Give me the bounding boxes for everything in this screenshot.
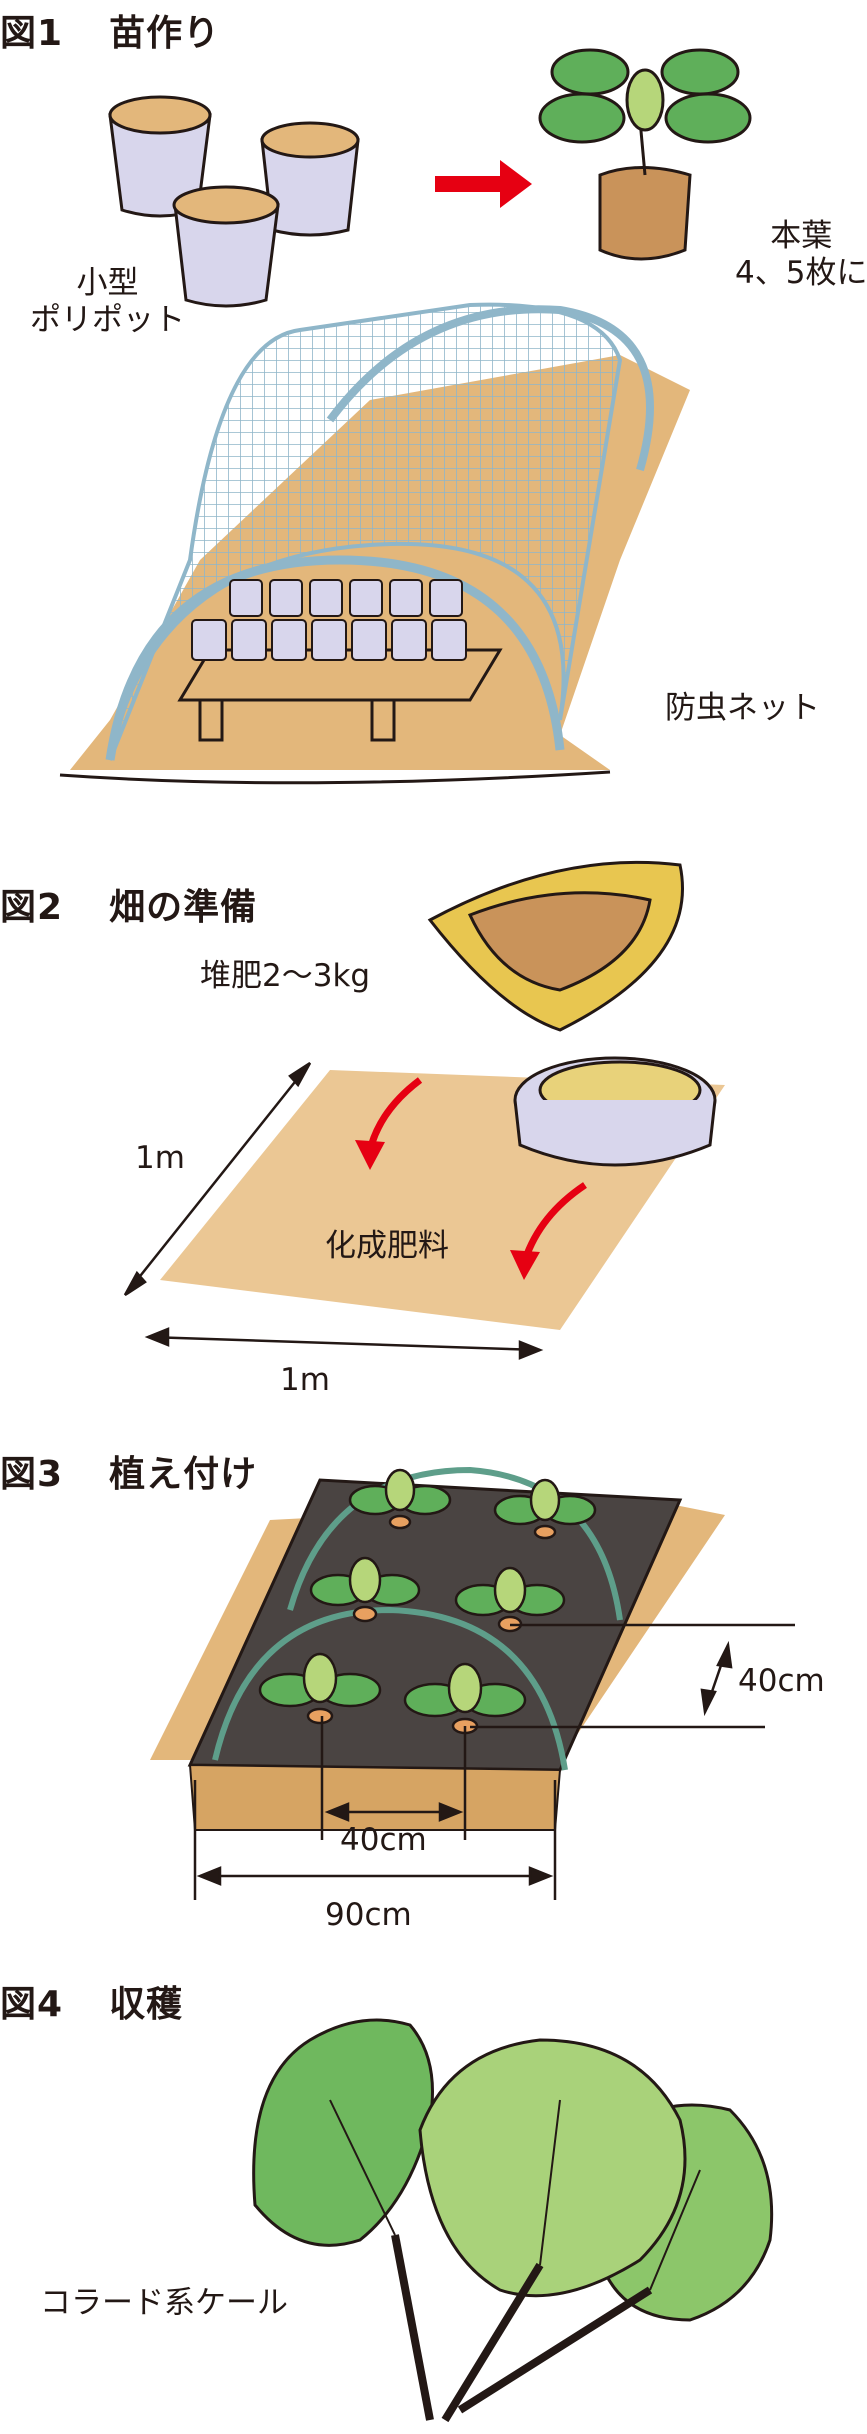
figure3-heading: 植え付け bbox=[109, 1454, 258, 1495]
figure2-heading: 畑の準備 bbox=[109, 887, 258, 928]
leaves-label-line1: 本葉 bbox=[770, 218, 833, 254]
leaves-label: 本葉 4、5枚に bbox=[735, 218, 867, 291]
fertilizer-arrow bbox=[521, 1182, 587, 1262]
figure1-heading: 苗作り bbox=[109, 13, 221, 54]
figure3-number: 図3 bbox=[0, 1454, 64, 1495]
bed-width-label: 90cm bbox=[325, 1897, 412, 1933]
leaf-stem-3 bbox=[457, 2286, 653, 2414]
leaf-left bbox=[252, 2018, 434, 2247]
row-spacing-label: 40cm bbox=[738, 1663, 825, 1699]
seedling bbox=[538, 48, 752, 261]
fertilizer-sieve bbox=[513, 1056, 717, 1167]
compost-label: 堆肥2〜3kg bbox=[200, 958, 371, 994]
transplants bbox=[258, 1468, 597, 1735]
figure2-title: 図2 畑の準備 bbox=[0, 878, 257, 930]
growth-arrow bbox=[435, 160, 532, 208]
row-cover-hoop-front bbox=[212, 1606, 568, 1771]
net-label: 防虫ネット bbox=[665, 690, 820, 726]
tray-pots bbox=[191, 579, 467, 661]
figure3-title: 図3 植え付け bbox=[0, 1445, 257, 1497]
figure1-number: 図1 bbox=[0, 13, 64, 54]
figure1-illustration bbox=[59, 48, 752, 785]
figure4-title: 図4 収穫 bbox=[0, 1975, 183, 2027]
variety-label: コラード系ケール bbox=[40, 2285, 288, 2321]
pot-label: 小型 ポリポット bbox=[30, 265, 185, 338]
tunnel-hoop-front bbox=[105, 555, 565, 761]
fertilizer-label: 化成肥料 bbox=[325, 1228, 449, 1264]
tray-leg-left bbox=[198, 698, 224, 742]
seedbed-edge bbox=[59, 770, 611, 785]
small-pots bbox=[108, 95, 360, 308]
figure4-number: 図4 bbox=[0, 1984, 64, 2025]
leaves-label-line2: 4、5枚に bbox=[735, 254, 867, 291]
pot-label-line1: 小型 bbox=[76, 265, 139, 301]
row-cover-hoop-back bbox=[287, 1466, 623, 1621]
figure4-heading: 収穫 bbox=[109, 1984, 184, 2025]
leaf-stem-1 bbox=[391, 2234, 434, 2421]
tray-leg-right bbox=[370, 698, 396, 742]
figure1-title: 図1 苗作り bbox=[0, 4, 220, 56]
tunnel-hoop-back bbox=[326, 305, 654, 472]
leaf-stem-2 bbox=[441, 2262, 544, 2423]
figure2-illustration bbox=[123, 860, 725, 1360]
plant-spacing-label: 40cm bbox=[340, 1822, 427, 1858]
figure2-number: 図2 bbox=[0, 887, 64, 928]
plot-width-label: 1m bbox=[280, 1362, 330, 1398]
plot-depth-label: 1m bbox=[135, 1140, 185, 1176]
pot-label-line2: ポリポット bbox=[30, 301, 185, 338]
collard-kale-leaves bbox=[252, 2018, 774, 2423]
figure3-illustration bbox=[150, 1466, 795, 1900]
compost-basket bbox=[427, 860, 684, 1032]
dimension-lines bbox=[123, 1061, 544, 1360]
planting-dimensions bbox=[193, 1623, 795, 1900]
